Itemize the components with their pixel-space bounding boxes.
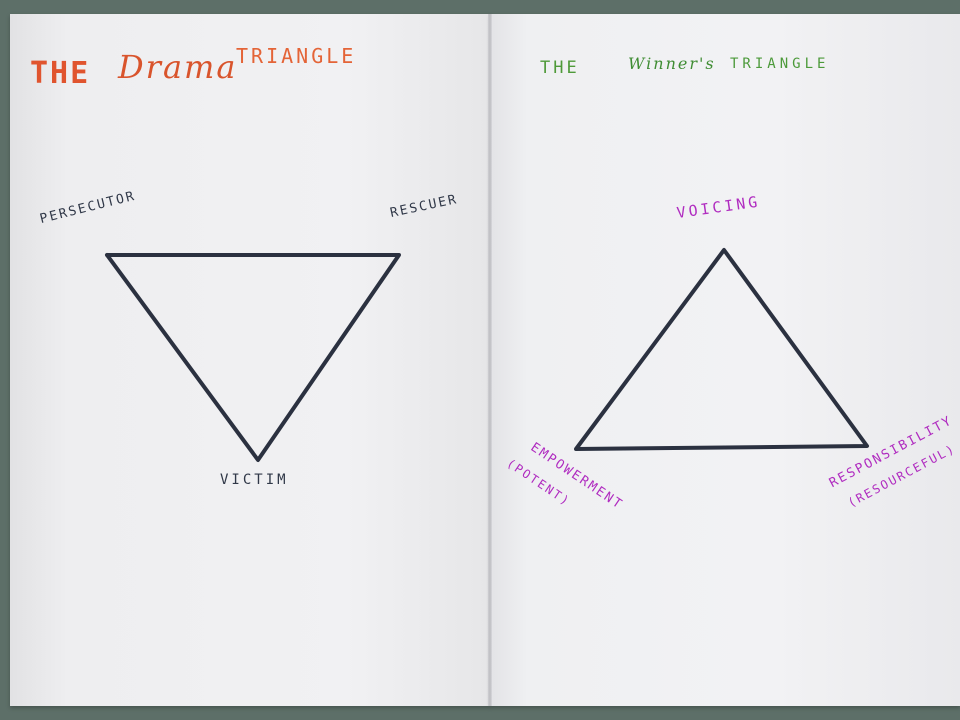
winners-title-triangle: TRIANGLE: [730, 56, 830, 72]
drama-title-drama: Drama: [118, 48, 238, 86]
drama-triangle: [105, 253, 401, 462]
drama-title-triangle: TRIANGLE: [236, 44, 357, 68]
paper-fold: [488, 14, 492, 706]
victim-label: VICTIM: [220, 472, 289, 488]
winners-title-the: THE: [540, 58, 580, 78]
winners-triangle: [574, 248, 869, 451]
left-paper-page: [10, 14, 490, 706]
winners-title-winners: Winner's: [628, 54, 716, 73]
right-paper-page: [490, 14, 960, 706]
drama-title-the: THE: [30, 56, 91, 91]
